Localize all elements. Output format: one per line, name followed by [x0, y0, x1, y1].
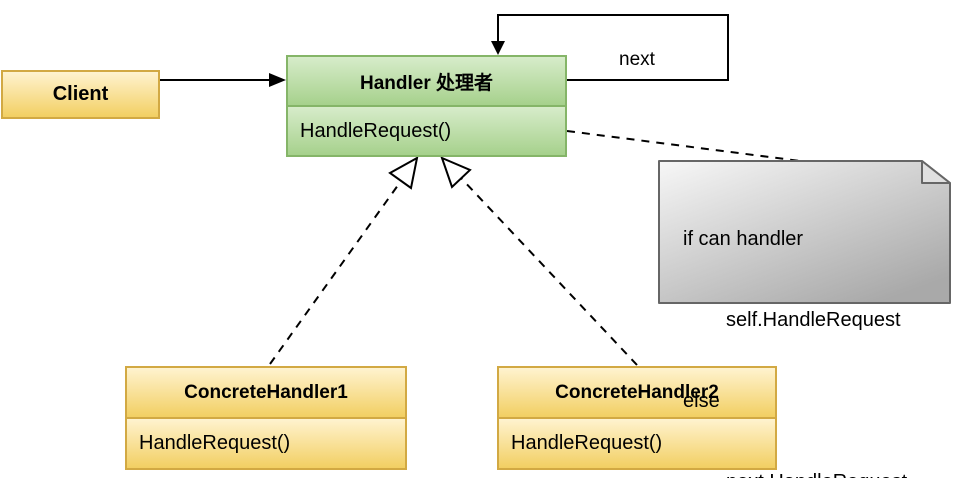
next-self-loop — [497, 14, 729, 81]
concretehandler2-class-method: HandleRequest() — [499, 417, 775, 468]
note-line: self.HandleRequest — [726, 309, 901, 331]
note-shape — [658, 160, 951, 304]
handler-note-dashed-link — [566, 130, 817, 164]
next-association-label: next — [619, 49, 655, 70]
handler-class-title: Handler 处理者 — [288, 57, 565, 105]
note-line: if can handler — [683, 228, 804, 250]
next-loop-arrowhead-icon — [491, 41, 505, 55]
note-line: next.HandleRequest — [683, 469, 907, 478]
handler-class-method: HandleRequest() — [288, 105, 565, 155]
concretehandler2-class-title: ConcreteHandler2 — [499, 368, 775, 417]
note-fold-corner-icon — [921, 160, 951, 184]
client-class-title: Client — [3, 72, 158, 117]
inheritance-triangle-1-icon — [388, 156, 419, 190]
concretehandler1-class-method: HandleRequest() — [127, 417, 405, 468]
concretehandler1-class-title: ConcreteHandler1 — [127, 368, 405, 417]
concretehandler1-class-box: ConcreteHandler1 HandleRequest() — [125, 366, 407, 470]
concretehandler1-inheritance-line — [269, 180, 402, 365]
handler-class-box: Handler 处理者 HandleRequest() — [286, 55, 567, 157]
concretehandler2-class-box: ConcreteHandler2 HandleRequest() — [497, 366, 777, 470]
concretehandler2-inheritance-line — [460, 177, 638, 366]
inheritance-triangle-2-icon — [440, 156, 472, 189]
client-arrowhead-icon — [269, 73, 286, 87]
note-text: if can handler self.HandleRequest else n… — [683, 172, 907, 478]
client-class-box: Client — [1, 70, 160, 119]
note-line: else — [683, 390, 720, 412]
